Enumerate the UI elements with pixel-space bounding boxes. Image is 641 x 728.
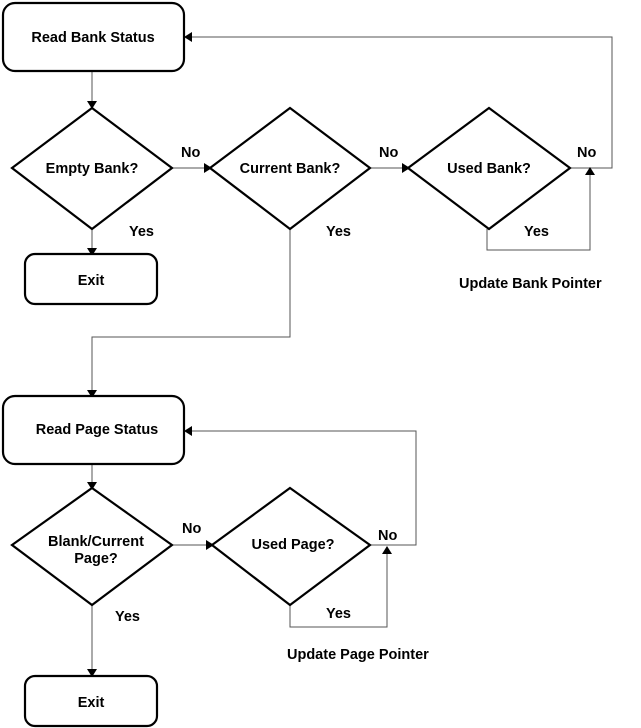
label-yes-used-page: Yes <box>326 606 351 622</box>
arrowhead-into-readbank <box>184 32 192 42</box>
node-read-bank-status: Read Bank Status <box>1 1 186 73</box>
connectors <box>91 36 613 671</box>
label-no-used: No <box>577 145 596 161</box>
label-update-page-pointer: Update Page Pointer <box>287 647 429 663</box>
edge-labels-bank: No No No Yes Yes Yes Update Bank Pointer <box>129 145 602 292</box>
edge-used-no-loop <box>190 36 613 169</box>
blank-current-page-label-line2: Page? <box>74 551 118 567</box>
node-bank-exit: Exit <box>23 252 159 306</box>
label-no-current: No <box>379 145 398 161</box>
arrowhead-into-empty <box>87 101 97 109</box>
arrowhead-into-readpage <box>87 390 97 398</box>
used-page-label: Used Page? <box>252 537 335 553</box>
edge-usedpage-no-loop <box>190 430 417 546</box>
arrowhead-into-usedpage <box>206 540 214 550</box>
edge-current-yes-to-readpage <box>91 229 291 392</box>
label-yes-current: Yes <box>326 224 351 240</box>
label-yes-blank: Yes <box>115 609 140 625</box>
label-no-empty: No <box>181 145 200 161</box>
node-used-bank-decision: Used Bank? <box>406 106 572 231</box>
blank-current-page-label-line1: Blank/Current <box>48 534 144 550</box>
label-yes-used: Yes <box>524 224 549 240</box>
node-used-page-decision: Used Page? <box>210 486 372 607</box>
node-page-exit: Exit <box>23 674 159 728</box>
current-bank-label: Current Bank? <box>240 161 341 177</box>
edge-labels-page: No No Yes Yes Update Page Pointer <box>115 521 429 663</box>
bank-exit-label: Exit <box>78 273 105 289</box>
edge-used-yes-update <box>486 172 591 251</box>
node-current-bank-decision: Current Bank? <box>208 106 372 231</box>
arrowhead-into-current <box>204 163 212 173</box>
edge-usedpage-yes-update <box>289 551 388 628</box>
used-bank-label: Used Bank? <box>447 161 531 177</box>
arrowhead-into-page-exit <box>87 669 97 677</box>
arrowheads <box>87 32 595 677</box>
node-blank-current-page-decision: Blank/Current Page? <box>10 486 174 607</box>
arrowhead-into-used <box>402 163 410 173</box>
node-read-page-status: Read Page Status <box>1 394 186 466</box>
read-bank-status-label: Read Bank Status <box>31 30 154 46</box>
empty-bank-label: Empty Bank? <box>46 161 139 177</box>
arrowhead-into-readpage-loop <box>184 426 192 436</box>
arrowhead-page-update-loop <box>382 546 392 554</box>
arrowhead-into-blank <box>87 482 97 490</box>
arrowhead-bank-update-loop <box>585 167 595 175</box>
arrowhead-into-bank-exit <box>87 248 97 256</box>
node-empty-bank-decision: Empty Bank? <box>10 106 174 231</box>
label-update-bank-pointer: Update Bank Pointer <box>459 276 602 292</box>
page-exit-label: Exit <box>78 695 105 711</box>
label-no-blank: No <box>182 521 201 537</box>
label-no-used-page: No <box>378 528 397 544</box>
read-page-status-label: Read Page Status <box>36 422 159 438</box>
label-yes-empty: Yes <box>129 224 154 240</box>
